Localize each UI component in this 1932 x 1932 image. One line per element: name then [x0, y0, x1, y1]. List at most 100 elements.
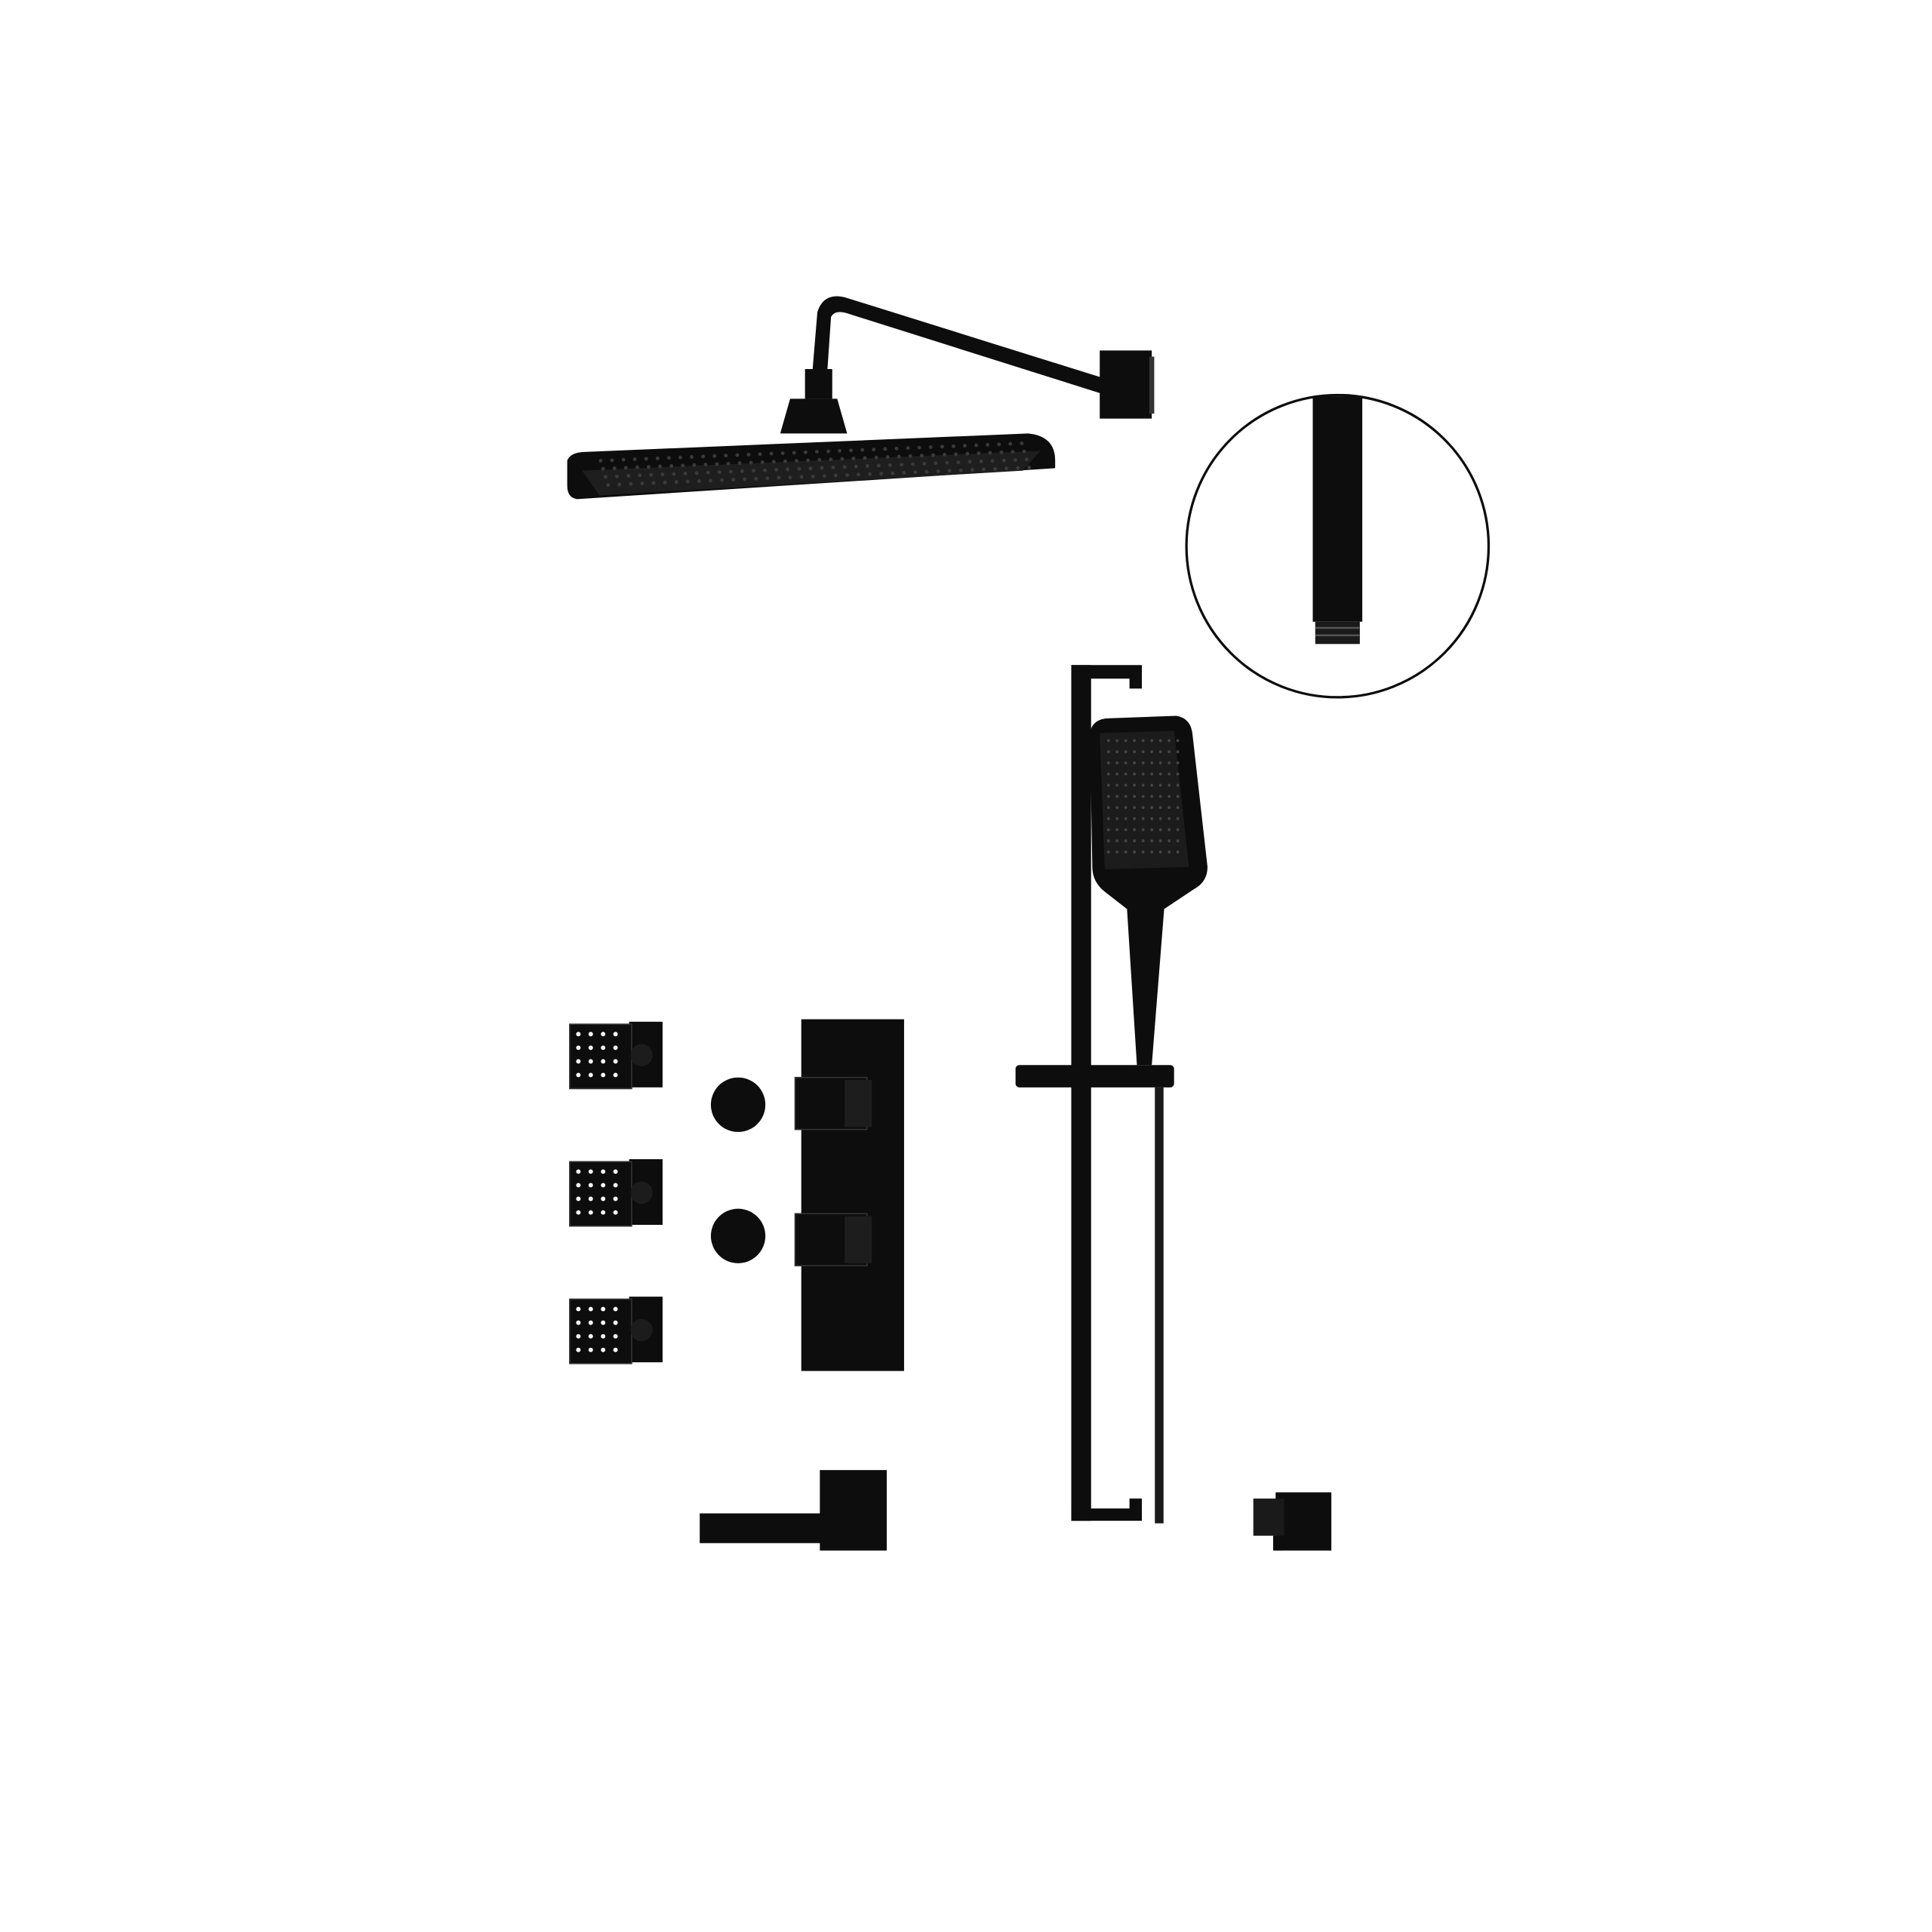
nozzle: [735, 453, 740, 457]
nozzle: [1022, 449, 1026, 454]
nozzle: [1150, 851, 1154, 854]
nozzle: [1168, 739, 1171, 743]
hand-shower: [1090, 715, 1208, 1066]
nozzle: [849, 448, 854, 453]
nozzle: [601, 1072, 606, 1078]
nozzle: [588, 1169, 593, 1174]
nozzle: [1133, 772, 1137, 776]
nozzle: [1133, 839, 1137, 843]
nozzle: [844, 472, 849, 477]
nozzle: [720, 478, 724, 482]
nozzle: [1141, 839, 1145, 843]
nozzle: [613, 1210, 618, 1215]
nozzle: [683, 471, 688, 475]
nozzle: [780, 451, 785, 455]
nozzle: [913, 470, 918, 475]
nozzle: [1158, 772, 1162, 776]
nozzle: [1106, 828, 1110, 832]
nozzle: [1115, 851, 1119, 854]
nozzle: [1176, 750, 1180, 754]
nozzle: [731, 478, 736, 482]
nozzle: [988, 451, 992, 455]
nozzle: [663, 480, 667, 485]
nozzle: [1150, 783, 1154, 787]
nozzle: [1141, 761, 1145, 764]
nozzle: [690, 455, 694, 459]
volume-control-knobs: [710, 1077, 766, 1263]
nozzle: [576, 1334, 581, 1339]
nozzle: [678, 455, 682, 460]
nozzle: [922, 461, 927, 466]
nozzle: [746, 452, 751, 457]
nozzle: [769, 451, 774, 456]
nozzle: [1133, 817, 1137, 820]
nozzle: [1168, 839, 1171, 843]
nozzle: [588, 1347, 593, 1352]
nozzle: [857, 472, 860, 477]
nozzle: [588, 1334, 593, 1339]
nozzle: [601, 1169, 606, 1174]
nozzle: [879, 472, 884, 476]
nozzle: [613, 1334, 618, 1339]
nozzle: [1150, 805, 1154, 809]
nozzle: [817, 457, 822, 462]
nozzle: [601, 1059, 606, 1064]
nozzle: [829, 457, 833, 462]
nozzle: [1106, 839, 1110, 843]
nozzle: [612, 466, 617, 470]
nozzle: [947, 469, 952, 473]
nozzle: [1168, 750, 1171, 754]
nozzle: [1150, 739, 1154, 743]
nozzle: [1133, 795, 1137, 798]
nozzle: [1011, 450, 1015, 454]
nozzle: [795, 459, 798, 463]
nozzle: [606, 483, 611, 487]
nozzle: [1124, 805, 1128, 809]
knob-upper: [710, 1077, 766, 1132]
nozzle: [629, 481, 633, 486]
nozzle: [758, 452, 762, 457]
nozzle: [1150, 828, 1154, 832]
nozzle: [728, 469, 733, 474]
nozzle: [672, 472, 676, 476]
nozzle: [956, 460, 961, 465]
nozzle: [1027, 466, 1032, 469]
nozzle: [999, 450, 1004, 454]
nozzle: [701, 454, 706, 459]
nozzle: [977, 451, 981, 456]
nozzle: [1150, 839, 1154, 843]
nozzle: [626, 474, 631, 478]
nozzle: [1115, 761, 1119, 764]
nozzle: [902, 470, 906, 475]
nozzle: [833, 473, 838, 478]
nozzle: [601, 1196, 606, 1201]
nozzle: [940, 445, 944, 449]
nozzle: [685, 479, 690, 484]
body-jet: [569, 1159, 663, 1227]
nozzle: [726, 461, 731, 466]
nozzle: [737, 461, 742, 466]
nozzle: [1124, 839, 1128, 843]
nozzle: [601, 466, 605, 471]
nozzle: [997, 442, 1001, 447]
nozzle: [649, 472, 654, 477]
nozzle: [965, 451, 970, 456]
nozzle: [908, 454, 912, 458]
nozzle: [601, 1045, 606, 1051]
nozzle: [640, 481, 645, 486]
nozzle: [900, 463, 903, 467]
tub-spout: [700, 1469, 887, 1551]
nozzle: [1115, 839, 1119, 843]
nozzle: [943, 453, 947, 457]
nozzle: [752, 469, 755, 473]
nozzle: [1106, 750, 1110, 754]
nozzle: [604, 475, 608, 479]
nozzle: [1013, 457, 1017, 462]
nozzle: [712, 454, 717, 458]
nozzle: [1158, 805, 1162, 809]
nozzle: [1115, 795, 1119, 798]
nozzle: [1176, 805, 1180, 809]
nozzle: [906, 446, 910, 451]
nozzle: [1168, 795, 1171, 798]
nozzle: [765, 476, 770, 481]
